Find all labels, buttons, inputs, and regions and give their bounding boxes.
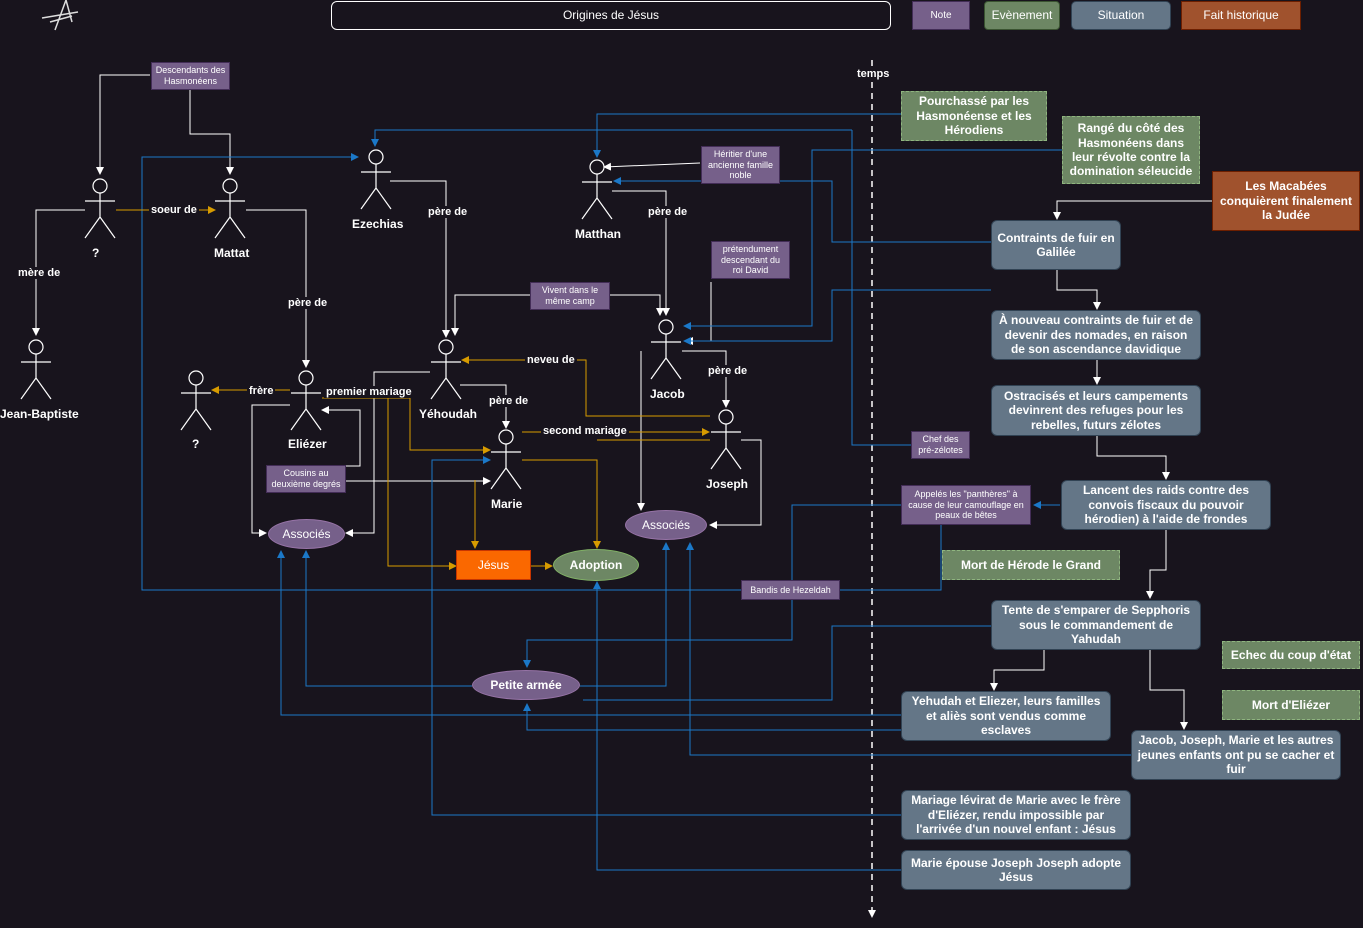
- actor-matthan: Matthan: [575, 227, 621, 241]
- actor-yehoudah: Yéhoudah: [419, 407, 478, 421]
- situation-esclaves: Yehudah et Eliezer, leurs familles et al…: [901, 691, 1111, 741]
- relation-pere-de-yehoudah: père de: [487, 395, 531, 407]
- actor-figure-yehoudah-icon: [430, 339, 462, 400]
- note-meme-camp: Vivent dans le même camp: [530, 282, 610, 310]
- note-pretendument: prétendument descendant du roi David: [711, 241, 790, 279]
- actor-figure-joseph-icon: [710, 409, 742, 470]
- situation-epouse: Marie épouse Joseph Joseph adopte Jésus: [901, 850, 1131, 890]
- situation-nomades: À nouveau contraints de fuir et de deven…: [991, 310, 1201, 360]
- situation-galilee: Contraints de fuir en Galilée: [991, 220, 1121, 270]
- note-chef: Chef des pré-zélotes: [911, 431, 970, 459]
- node-adoption: Adoption: [553, 549, 639, 581]
- relation-soeur-de: soeur de: [149, 204, 199, 216]
- note-hasmoneens: Descendants des Hasmonéens: [151, 62, 230, 90]
- event-pourchasse: Pourchassé par les Hasmonéense et les Hé…: [901, 91, 1047, 141]
- relation-pere-de-jacob: père de: [706, 365, 750, 377]
- actor-mattat: Mattat: [214, 246, 250, 260]
- actor-figure-ezechias-icon: [360, 149, 392, 210]
- relation-pere-de-mattat: père de: [286, 297, 330, 309]
- note-pantheres: Appelés les "panthères" à cause de leur …: [901, 485, 1031, 525]
- event-range: Rangé du côté des Hasmonéens dans leur r…: [1062, 116, 1200, 184]
- relation-premier-mariage: premier mariage: [324, 386, 414, 398]
- diagram-title: Origines de Jésus: [331, 1, 891, 30]
- actor-figure-jacob-icon: [650, 319, 682, 380]
- group-petite-armee: Petite armée: [472, 670, 580, 700]
- actor-eliezer: Eliézer: [288, 437, 327, 451]
- actor-unknown-mother: ?: [92, 246, 100, 260]
- legend-event: Evènement: [984, 1, 1060, 30]
- actor-jacob: Jacob: [650, 387, 685, 401]
- actor-figure-eliezer-icon: [290, 370, 322, 431]
- relation-frere: frère: [247, 385, 276, 397]
- situation-cacher: Jacob, Joseph, Marie et les autres jeune…: [1131, 730, 1341, 780]
- event-mort-herode: Mort de Hérode le Grand: [942, 550, 1120, 580]
- group-associes-left: Associés: [268, 519, 345, 549]
- situation-ostracises: Ostracisés et leurs campements devinrent…: [991, 385, 1201, 436]
- actor-figure-unknown-brother-icon: [180, 370, 212, 431]
- relation-mere-de: mère de: [16, 267, 63, 279]
- actor-figure-unknown-mother-icon: [84, 178, 116, 239]
- situation-sepphoris: Tente de s'emparer de Sepphoris sous le …: [991, 600, 1201, 650]
- actor-figure-marie-icon: [490, 429, 522, 490]
- legend-note: Note: [912, 1, 970, 30]
- relation-neveu-de: neveu de: [525, 354, 577, 366]
- event-echec: Echec du coup d'état: [1222, 641, 1360, 669]
- logo-icon: [41, 0, 79, 31]
- relation-pere-de-matthan: père de: [646, 206, 690, 218]
- actor-figure-jean-baptiste-icon: [20, 339, 52, 400]
- legend-situation: Situation: [1071, 1, 1171, 30]
- actor-figure-matthan-icon: [581, 159, 613, 220]
- note-bandis: Bandis de Hezeldah: [741, 580, 840, 600]
- actor-jean-baptiste: Jean-Baptiste: [0, 407, 79, 421]
- note-cousins: Cousins au deuxième degrés: [266, 465, 346, 493]
- actor-figure-mattat-icon: [214, 178, 246, 239]
- actor-unknown-brother: ?: [192, 437, 200, 451]
- situation-raids: Lancent des raids contre des convois fis…: [1061, 480, 1271, 530]
- relation-second-mariage: second mariage: [541, 425, 629, 437]
- actor-ezechias: Ezechias: [352, 217, 404, 231]
- situation-levirat: Mariage lévirat de Marie avec le frère d…: [901, 790, 1131, 840]
- note-heritier: Héritier d'une ancienne famille noble: [701, 146, 780, 184]
- actor-joseph: Joseph: [706, 477, 749, 491]
- actor-marie: Marie: [491, 497, 523, 511]
- group-associes-right: Associés: [625, 510, 707, 540]
- fact-macabees: Les Macabées conquièrent finalement la J…: [1212, 171, 1360, 231]
- legend-fact: Fait historique: [1181, 1, 1301, 30]
- node-jesus: Jésus: [456, 550, 531, 580]
- relation-pere-de-ezechias: père de: [426, 206, 470, 218]
- timeline-label: temps: [855, 68, 892, 80]
- event-mort-eliezer: Mort d'Eliézer: [1222, 690, 1360, 720]
